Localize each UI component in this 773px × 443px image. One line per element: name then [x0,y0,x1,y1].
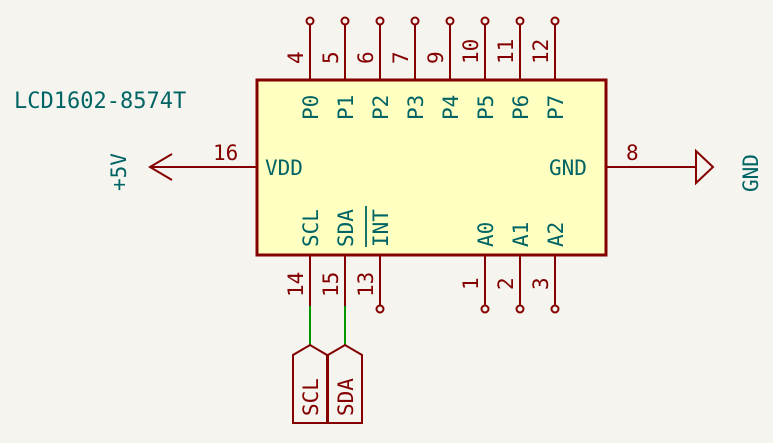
label-scl[interactable]: SCL [292,343,328,424]
pin-number-7: 7 [389,51,413,64]
pin-name-sda: SDA [334,209,358,247]
pin-name-a2: A2 [544,222,568,247]
net-label-5v: +5V [107,153,131,191]
pin-number-3: 3 [529,277,553,290]
pin-name-p6: P6 [509,95,533,120]
net-label-gnd: GND [739,154,763,192]
top-pin-numbers: 4 5 6 7 9 10 11 12 [284,39,553,64]
pin-name-p0: P0 [299,95,323,120]
pin-name-a1: A1 [509,222,533,247]
reference-designator: LCD1602-8574T [14,89,186,114]
pin-number-9: 9 [424,51,448,64]
vdd-pin: 16 VDD [205,141,303,180]
pin-name-p7: P7 [544,95,568,120]
pin-number-16: 16 [213,141,238,165]
ic-body[interactable] [255,78,608,257]
pin-number-5: 5 [319,51,343,64]
pin-name-a0: A0 [474,222,498,247]
pin-number-12: 12 [529,39,553,64]
pin-number-13: 13 [354,272,378,297]
signal-wires [309,306,346,345]
pin-number-1: 1 [459,277,483,290]
pin-number-8: 8 [626,141,639,165]
pin-name-gnd: GND [549,156,587,180]
bottom-pin-lines [309,255,560,314]
pin-name-p1: P1 [334,95,358,120]
power-symbol-5v[interactable]: +5V [107,153,205,191]
pin-name-vdd: VDD [265,156,303,180]
label-scl-text: SCL [299,378,323,416]
top-pin-lines [305,16,560,80]
bottom-pin-names: SCL SDA INT A0 A1 A2 [299,206,568,247]
label-sda-text: SDA [334,378,358,416]
gnd-pin: 8 GND [549,141,660,180]
pin-number-11: 11 [494,39,518,64]
label-sda[interactable]: SDA [327,343,363,424]
bottom-pin-numbers: 14 15 13 1 2 3 [284,272,553,297]
pin-number-14: 14 [284,272,308,297]
top-pin-names: P0 P1 P2 P3 P4 P5 P6 P7 [299,95,568,120]
pin-number-2: 2 [494,277,518,290]
pin-name-p5: P5 [474,95,498,120]
pin-number-6: 6 [354,51,378,64]
pin-number-10: 10 [459,39,483,64]
pin-number-4: 4 [284,51,308,64]
ground-symbol[interactable]: GND [660,148,763,192]
pin-name-int: INT [369,209,393,247]
pin-name-p2: P2 [369,95,393,120]
pin-number-15: 15 [319,272,343,297]
pin-name-scl: SCL [299,209,323,247]
pin-name-p3: P3 [404,95,428,120]
pin-name-p4: P4 [439,95,463,120]
